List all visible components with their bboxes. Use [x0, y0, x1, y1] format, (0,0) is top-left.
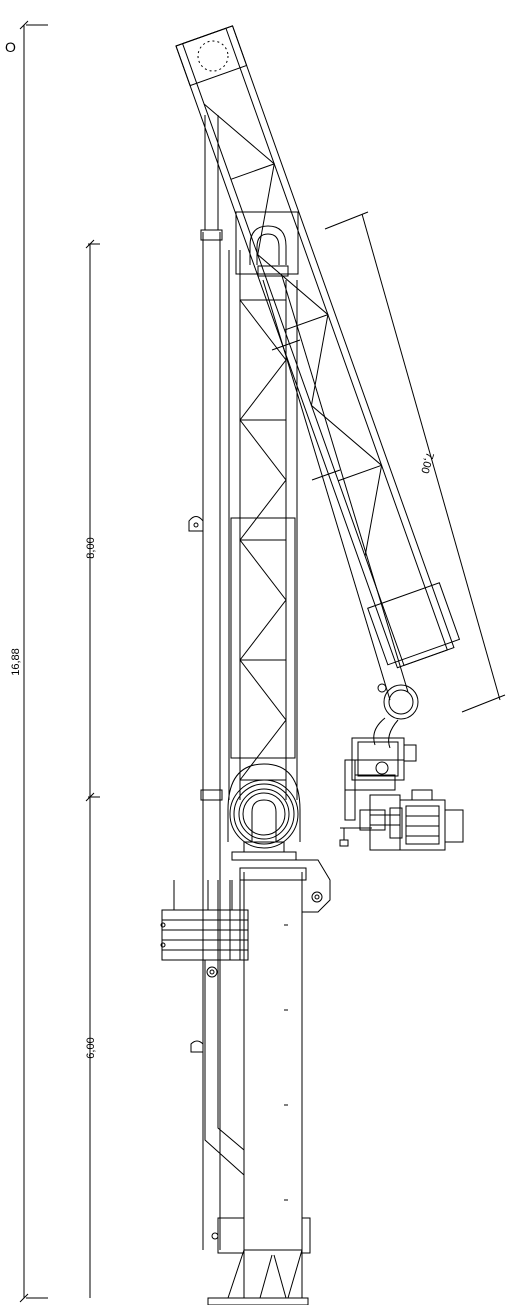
- inclined-boom: [168, 23, 461, 670]
- span-dimensions: [86, 240, 100, 1298]
- main-column: [240, 868, 306, 1290]
- upper-span-label: 8,00: [85, 537, 97, 558]
- inner-pipe-arm: [263, 276, 408, 700]
- boom-length-label: 7,00: [418, 451, 435, 475]
- coupler-assembly: [340, 738, 463, 850]
- total-height-dimension: [20, 21, 48, 1302]
- lower-span-label: 6,00: [85, 1037, 97, 1058]
- slewing-swivel-joint: [228, 764, 330, 912]
- access-platform: [161, 880, 248, 960]
- total-height-label: 16,88: [10, 648, 22, 676]
- left-vertical-pipe: [189, 115, 222, 1250]
- boom-top-sheave: [198, 41, 228, 71]
- counterweight-lever: [191, 960, 244, 1175]
- corner-label: O: [5, 39, 16, 55]
- lower-elbow: [374, 684, 418, 748]
- column-base: [208, 1218, 310, 1305]
- boom-length-dimension: [325, 212, 505, 712]
- lattice-tower: [229, 250, 297, 800]
- upper-elbow: [236, 212, 298, 276]
